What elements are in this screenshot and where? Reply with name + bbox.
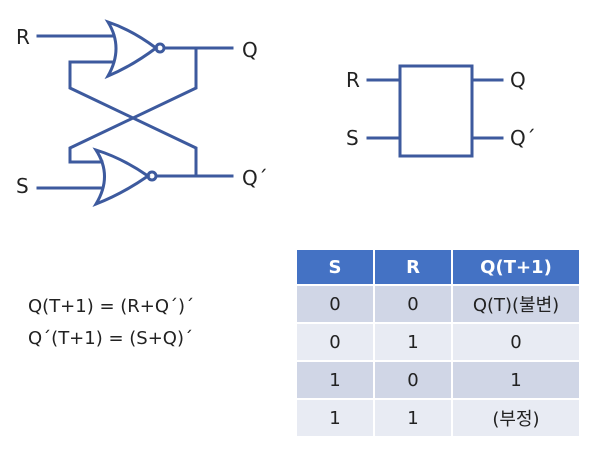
- table-row: 1 1 (부정): [297, 400, 579, 436]
- top-nor-gate: [104, 19, 159, 80]
- cell-r: 1: [373, 324, 451, 360]
- header-q-next: Q(T+1): [451, 250, 579, 284]
- wire-q-feedback: [68, 46, 198, 164]
- cell-s: 0: [297, 324, 373, 360]
- equation-q: Q(T+1) = (R+Q´)´: [28, 296, 195, 317]
- block-input-r-label: R: [346, 68, 360, 92]
- latch-output-q-label: Q: [242, 38, 258, 62]
- cell-r: 0: [373, 362, 451, 398]
- cell-q-next: 0: [451, 324, 579, 360]
- equation-q-prime: Q´(T+1) = (S+Q)´: [28, 328, 193, 349]
- block-output-q-label: Q: [510, 68, 526, 92]
- latch-block: [398, 64, 474, 158]
- truth-table: S R Q(T+1) 0 0 Q(T)(불변) 0 1 0 1 0 1 1 1 …: [297, 248, 579, 438]
- latch-input-r-label: R: [16, 25, 30, 49]
- header-s: S: [297, 250, 373, 284]
- cell-q-next: Q(T)(불변): [451, 286, 579, 322]
- latch-output-q-prime-label: Q´: [242, 166, 268, 190]
- table-row: 0 1 0: [297, 324, 579, 360]
- bottom-nor-gate: [92, 147, 151, 207]
- cell-s: 1: [297, 362, 373, 398]
- block-input-s-label: S: [346, 126, 359, 150]
- table-row: 1 0 1: [297, 362, 579, 398]
- header-r: R: [373, 250, 451, 284]
- cell-q-next: 1: [451, 362, 579, 398]
- table-row: 0 0 Q(T)(불변): [297, 286, 579, 322]
- cell-s: 0: [297, 286, 373, 322]
- cell-q-next: (부정): [451, 400, 579, 436]
- truth-table-header-row: S R Q(T+1): [297, 250, 579, 284]
- block-output-q-prime-label: Q´: [510, 126, 536, 150]
- latch-input-s-label: S: [16, 174, 29, 198]
- wire-top-feedback-in: [68, 60, 198, 178]
- cell-s: 1: [297, 400, 373, 436]
- cell-r: 1: [373, 400, 451, 436]
- cell-r: 0: [373, 286, 451, 322]
